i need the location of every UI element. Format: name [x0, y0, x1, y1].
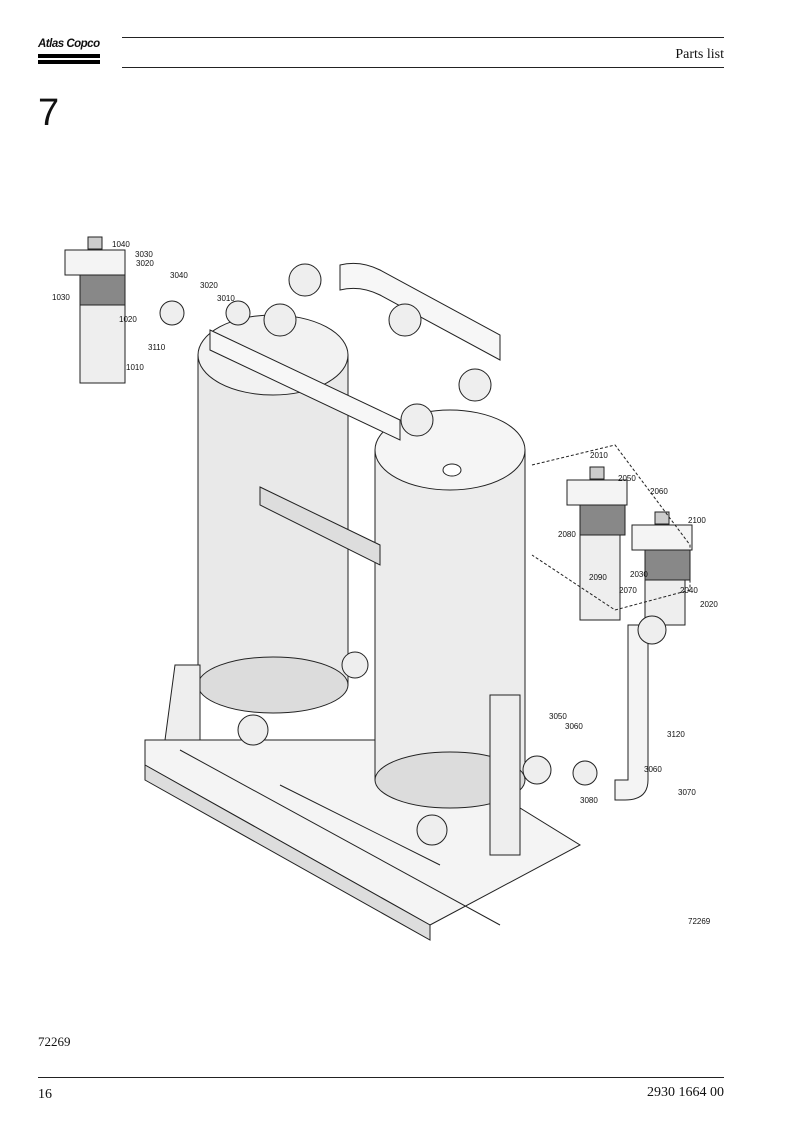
callout-label: 3080 [580, 796, 598, 805]
callout-label: 3110 [148, 343, 166, 352]
callout-label: 2100 [688, 516, 706, 525]
logo-bar [38, 54, 100, 58]
callout-label: 3120 [667, 730, 685, 739]
callout-label: 3020 [200, 281, 218, 290]
callout-label: 3040 [170, 271, 188, 280]
callout-label: 2040 [680, 586, 698, 595]
footer-rule [38, 1077, 724, 1078]
logo-bar [38, 60, 100, 64]
callout-label: 3060 [565, 722, 583, 731]
page-number: 16 [38, 1087, 52, 1102]
header-rule-top [122, 37, 724, 38]
figure-caption: 72269 [38, 1034, 71, 1049]
callout-label: 3060 [644, 765, 662, 774]
exploded-parts-drawing: 1040 3030 3020 3040 1030 1020 3020 3010 … [40, 225, 740, 945]
atlas-copco-logo: Atlas Copco [38, 38, 100, 68]
section-number: 7 [38, 92, 60, 134]
callout-label: 3020 [136, 259, 154, 268]
brand-name: Atlas Copco [38, 38, 100, 50]
callout-label: 1010 [126, 363, 144, 372]
callout-label: 2070 [619, 586, 637, 595]
callout-label: 2020 [700, 600, 718, 609]
callout-label: 3010 [217, 294, 235, 303]
callout-label: 2050 [618, 474, 636, 483]
document-number: 2930 1664 00 [647, 1085, 724, 1100]
callout-label: 2010 [590, 451, 608, 460]
header-rule-bottom [122, 67, 724, 68]
callout-label: 3030 [135, 250, 153, 259]
callout-label: 2030 [630, 570, 648, 579]
callout-label: 1040 [112, 240, 130, 249]
callout-label: 1020 [119, 315, 137, 324]
drawing-reference: 72269 [688, 917, 711, 926]
callout-label: 1030 [52, 293, 70, 302]
callout-label: 3050 [549, 712, 567, 721]
callout-label: 2080 [558, 530, 576, 539]
callout-label: 2090 [589, 573, 607, 582]
callout-label: 2060 [650, 487, 668, 496]
callout-label: 3070 [678, 788, 696, 797]
header-title: Parts list [675, 47, 724, 62]
